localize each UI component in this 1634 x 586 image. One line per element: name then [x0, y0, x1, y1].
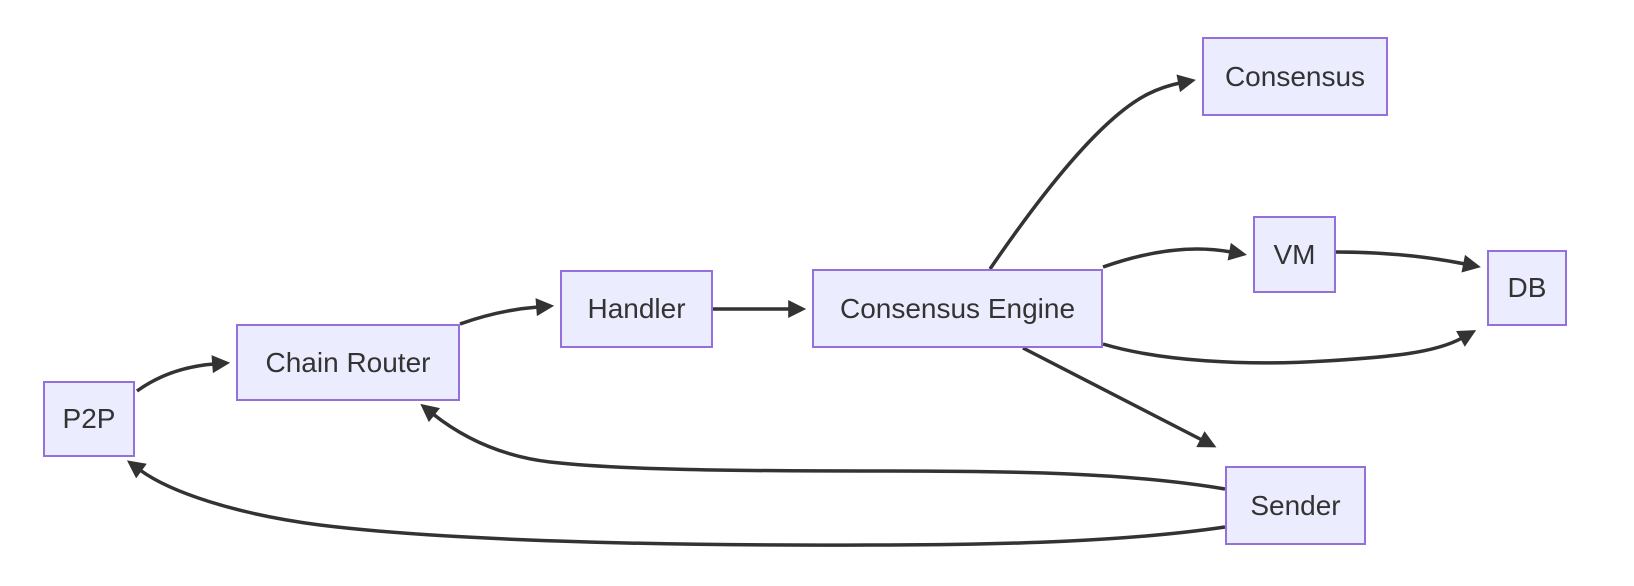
edge-consensus-engine-to-vm [1102, 242, 1247, 269]
node-consensus-engine: Consensus Engine [812, 269, 1103, 348]
edge-consensus-engine-to-consensus [988, 74, 1196, 270]
edge-chain-router-to-handler [459, 298, 555, 326]
node-db: DB [1487, 250, 1567, 326]
node-handler-label: Handler [587, 293, 686, 324]
node-p2p: P2P [43, 381, 135, 457]
edge-sender-to-p2p [126, 460, 1226, 547]
node-db-label: DB [1507, 272, 1547, 303]
node-consensus: Consensus [1202, 37, 1388, 116]
node-sender: Sender [1225, 466, 1366, 545]
node-sender-label: Sender [1250, 489, 1341, 521]
node-p2p-label: P2P [62, 403, 116, 434]
edge-vm-to-db [1335, 250, 1481, 273]
edge-consensus-engine-to-sender [1022, 346, 1217, 448]
node-consensus-label: Consensus [1224, 60, 1366, 92]
node-vm-label: VM [1273, 238, 1316, 270]
edge-consensus-engine-to-db [1102, 330, 1477, 365]
node-chain-router: Chain Router [236, 324, 460, 401]
edge-p2p-to-chain-router [135, 355, 231, 393]
node-handler: Handler [560, 270, 713, 348]
node-consensus-engine-label: Consensus Engine [839, 292, 1076, 324]
edge-sender-to-chain-router [420, 403, 1226, 491]
node-chain-router-label: Chain Router [265, 346, 431, 378]
node-vm: VM [1253, 216, 1336, 293]
